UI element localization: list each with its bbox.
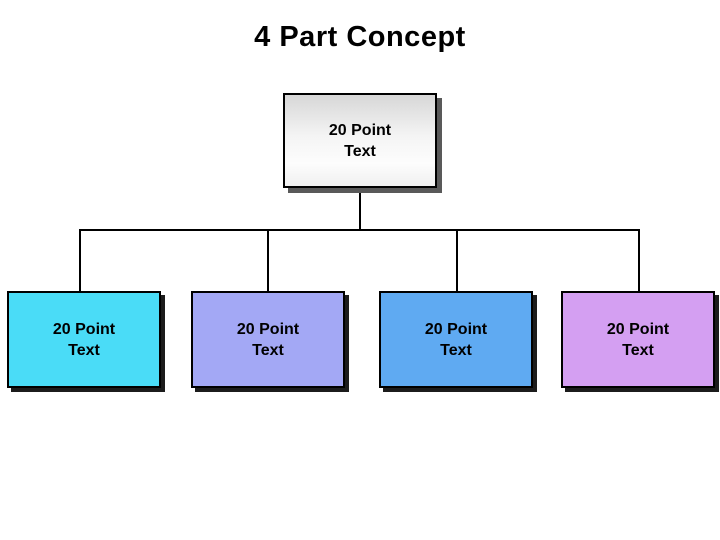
org-child-4-label-line1: 20 Point bbox=[606, 320, 670, 338]
connector-stem bbox=[359, 187, 361, 230]
org-child-3-label-line2: Text bbox=[440, 341, 472, 359]
connector-drop-3 bbox=[456, 230, 458, 291]
org-child-node-2[interactable]: 20 Point Text bbox=[191, 291, 345, 388]
org-child-2-label-line1: 20 Point bbox=[236, 320, 300, 338]
connector-drop-2 bbox=[267, 230, 269, 291]
connector-drop-1 bbox=[79, 230, 81, 291]
org-child-3-label-line1: 20 Point bbox=[424, 320, 488, 338]
org-child-node-3[interactable]: 20 Point Text bbox=[379, 291, 533, 388]
connector-drop-4 bbox=[638, 230, 640, 291]
org-root-label-line2: Text bbox=[344, 142, 376, 160]
connector-horizontal bbox=[79, 229, 640, 231]
org-child-node-4[interactable]: 20 Point Text bbox=[561, 291, 715, 388]
org-child-1-label-line2: Text bbox=[68, 341, 100, 359]
org-child-2-label-line2: Text bbox=[252, 341, 284, 359]
org-root-label-line1: 20 Point bbox=[328, 121, 392, 139]
org-child-1-label-line1: 20 Point bbox=[52, 320, 116, 338]
slide-title: 4 Part Concept bbox=[254, 21, 466, 53]
org-child-4-label-line2: Text bbox=[622, 341, 654, 359]
org-root-node[interactable]: 20 Point Text bbox=[283, 93, 437, 188]
org-child-node-1[interactable]: 20 Point Text bbox=[7, 291, 161, 388]
